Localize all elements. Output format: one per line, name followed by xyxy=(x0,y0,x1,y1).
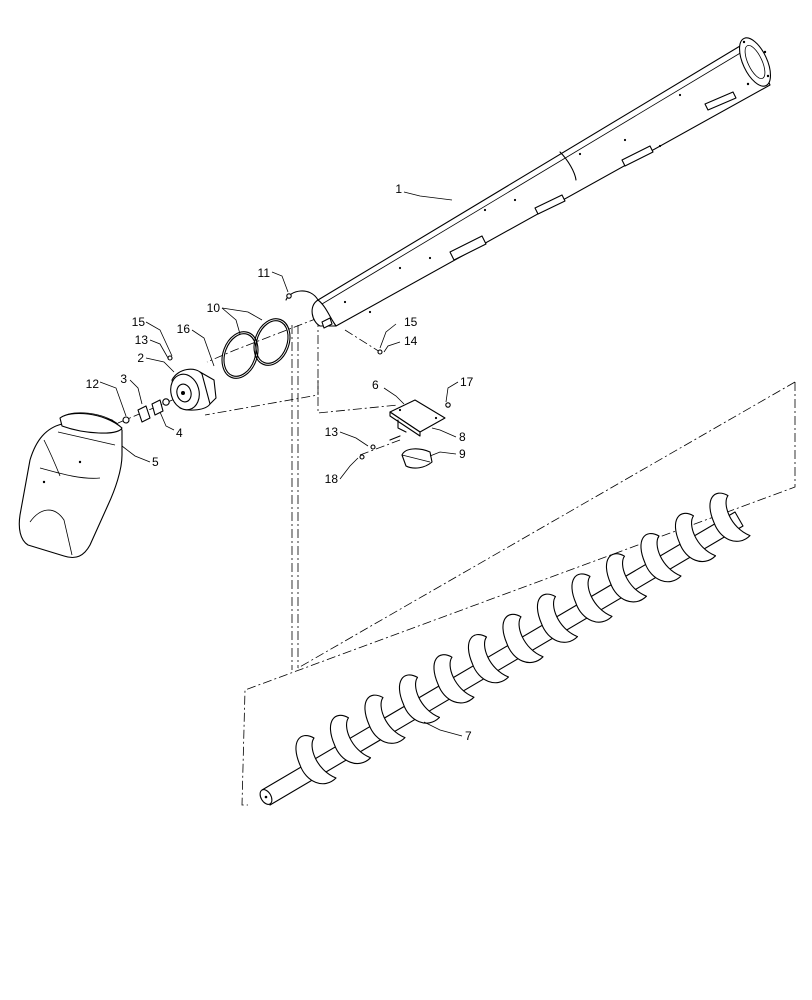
callout-7: 7 xyxy=(465,729,472,743)
callout-12: 12 xyxy=(86,377,100,391)
callout-9: 9 xyxy=(459,447,466,461)
part-1-auger-tube xyxy=(285,37,772,329)
auger-flight xyxy=(467,634,510,684)
callout-15-left: 15 xyxy=(132,315,146,329)
auger-flight xyxy=(502,613,544,663)
part-7-auger xyxy=(259,492,751,806)
callout-13-right: 13 xyxy=(325,425,339,439)
callout-1: 1 xyxy=(395,182,402,196)
callout-10: 10 xyxy=(207,301,221,315)
auger-flight xyxy=(605,553,648,603)
callout-5: 5 xyxy=(152,455,159,469)
callout-3: 3 xyxy=(120,372,127,386)
callouts: 1 11 10 15 16 13 2 3 12 4 5 15 14 6 17 8… xyxy=(86,182,474,743)
part-9-wear-shoe xyxy=(401,448,433,469)
callout-17: 17 xyxy=(460,375,474,389)
part-6-cover-plate xyxy=(389,399,451,437)
fasteners xyxy=(167,293,401,460)
callout-4: 4 xyxy=(176,426,183,440)
auger-flight xyxy=(674,512,717,562)
part-2-bearing-housing xyxy=(170,368,217,411)
callout-6: 6 xyxy=(372,378,379,392)
callout-13-left: 13 xyxy=(135,333,149,347)
leader-lines xyxy=(99,191,463,737)
auger-flight xyxy=(433,654,475,704)
part-10-o-rings xyxy=(221,318,291,379)
auger-flight xyxy=(295,735,337,785)
auger-flight xyxy=(640,533,682,583)
auger-flight xyxy=(571,573,613,623)
callout-8: 8 xyxy=(459,430,466,444)
callout-14: 14 xyxy=(404,334,418,348)
callout-18: 18 xyxy=(325,472,339,486)
auger-flight xyxy=(536,593,579,643)
auger-flight xyxy=(364,694,406,744)
callout-16: 16 xyxy=(177,322,191,336)
part-5-spout xyxy=(18,412,123,559)
callout-2: 2 xyxy=(137,351,144,365)
auger-flight xyxy=(709,492,751,542)
callout-15-right: 15 xyxy=(404,315,418,329)
assembly-centerlines xyxy=(117,317,796,806)
part-3-4-12-hardware xyxy=(122,398,170,424)
auger-flight xyxy=(329,714,372,764)
callout-11: 11 xyxy=(258,266,271,280)
auger-flight xyxy=(398,674,441,724)
